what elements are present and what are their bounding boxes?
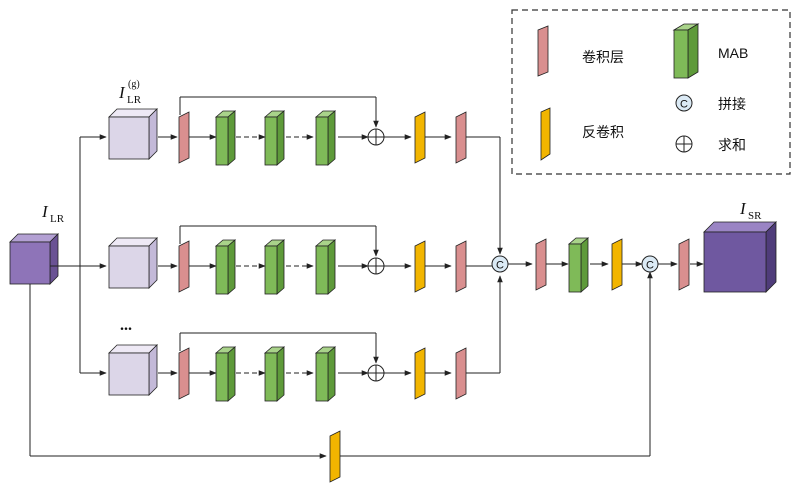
legend: 卷积层 MAB 反卷积 C 拼接 求和 (511, 9, 791, 175)
sum-node (367, 128, 385, 146)
legend-sum-label: 求和 (718, 138, 746, 154)
svg-text:C: C (496, 260, 504, 272)
conv-layer-block (455, 347, 467, 400)
svg-text:SR: SR (748, 210, 762, 222)
mab-block (214, 239, 237, 295)
legend-conv-label: 卷积层 (582, 50, 624, 66)
legend-box (511, 9, 791, 175)
legend-concat-label: 拼接 (718, 96, 746, 113)
mab-block (314, 110, 337, 166)
svg-text:I: I (739, 199, 747, 218)
conv-layer-block (535, 238, 547, 291)
branch-label: I LR (g) (118, 79, 142, 106)
svg-text:I: I (118, 83, 126, 102)
legend-deconv-label: 反卷积 (582, 125, 624, 141)
deconv-layer-block (414, 111, 426, 164)
concat-node: C (491, 255, 509, 273)
mab-block (263, 110, 286, 166)
input-label: I LR (41, 202, 65, 225)
legend-mab-icon (672, 23, 700, 79)
legend-deconv-icon (540, 107, 551, 161)
conv-layer-block (678, 238, 690, 291)
svg-text:LR: LR (50, 213, 65, 225)
svg-text:LR: LR (127, 94, 142, 106)
mab-block (314, 239, 337, 295)
deconv-layer-block (414, 347, 426, 400)
mab-block (214, 110, 237, 166)
sum-node (367, 257, 385, 275)
concat-node: C (641, 255, 659, 273)
conv-layer-block (455, 240, 467, 293)
output-cube (703, 221, 777, 293)
svg-text:C: C (680, 99, 688, 111)
ellipsis: ... (120, 317, 132, 334)
output-label: I SR (739, 199, 762, 222)
sum-node (367, 364, 385, 382)
legend-concat-icon: C (675, 94, 693, 112)
mab-block (214, 346, 237, 402)
svg-text:I: I (41, 202, 49, 221)
legend-mab-label: MAB (718, 45, 748, 61)
deconv-layer-block (611, 238, 623, 291)
deconv-layer-block (329, 430, 341, 483)
mab-block (567, 237, 590, 293)
deconv-layer-block (414, 240, 426, 293)
conv-layer-block (178, 240, 190, 293)
svg-text:C: C (646, 260, 654, 272)
branch-cube (108, 237, 158, 289)
input-cube (9, 233, 59, 285)
mab-block (263, 346, 286, 402)
mab-block (263, 239, 286, 295)
legend-sum-icon (675, 135, 693, 153)
conv-layer-block (178, 111, 190, 164)
legend-conv-icon (537, 25, 549, 77)
svg-text:(g): (g) (128, 79, 140, 90)
branch-cube (108, 108, 158, 160)
conv-layer-block (455, 111, 467, 164)
branch-cube (108, 344, 158, 396)
conv-layer-block (178, 347, 190, 400)
mab-block (314, 346, 337, 402)
